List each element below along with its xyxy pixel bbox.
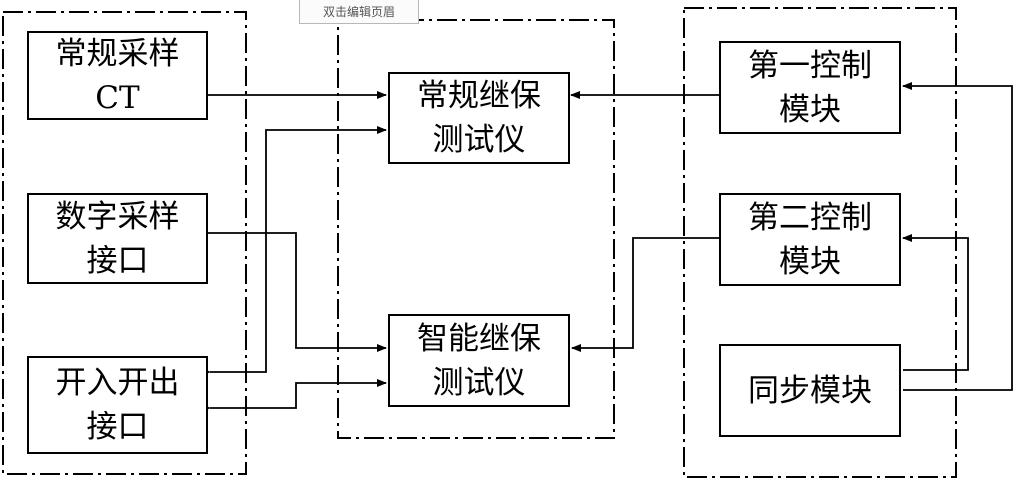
block-label-line: 模块 xyxy=(779,243,841,280)
link-sync-to-ctrl1 xyxy=(902,82,1013,391)
block-label-line: 数字采样 xyxy=(55,198,180,235)
link-bio-to-regular-tester xyxy=(201,126,387,376)
sync-module-block: 同步模块 xyxy=(719,344,901,437)
block-label-line: 同步模块 xyxy=(748,372,872,409)
link-sync-to-ctrl2 xyxy=(902,234,969,371)
regular-sampling-ct-block: 常规采样 CT xyxy=(27,31,208,120)
block-label-line: 开入开出 xyxy=(55,365,180,401)
block-label-line: 测试仪 xyxy=(432,122,526,158)
block-label-line: 接口 xyxy=(86,242,149,279)
block-label-line: 测试仪 xyxy=(432,364,526,401)
binary-io-interface-block: 开入开出 接口 xyxy=(27,356,208,454)
link-digital-to-smart-tester xyxy=(208,232,387,352)
link-bio-to-smart-tester xyxy=(201,379,387,412)
regular-relay-tester-block: 常规继保 测试仪 xyxy=(388,72,570,164)
block-label-line: 智能继保 xyxy=(417,320,541,357)
block-label-line: CT xyxy=(95,79,140,116)
second-control-module-block: 第二控制 模块 xyxy=(719,193,901,286)
block-label-line: 模块 xyxy=(779,91,841,128)
block-label-line: 常规继保 xyxy=(417,78,541,114)
block-label-line: 第一控制 xyxy=(748,47,872,84)
smart-relay-tester-block: 智能继保 测试仪 xyxy=(388,314,570,407)
middle-group-frame xyxy=(337,19,615,439)
first-control-module-block: 第一控制 模块 xyxy=(719,41,901,134)
header-edit-tip[interactable]: 双击编辑页眉 xyxy=(299,0,419,24)
link-ctrl2-to-smart-tester xyxy=(571,237,719,352)
digital-sampling-interface-block: 数字采样 接口 xyxy=(27,193,208,284)
block-label-line: 接口 xyxy=(86,409,149,445)
right-group-frame xyxy=(683,7,957,478)
block-label-line: 第二控制 xyxy=(748,199,872,236)
block-label-line: 常规采样 xyxy=(55,35,180,72)
